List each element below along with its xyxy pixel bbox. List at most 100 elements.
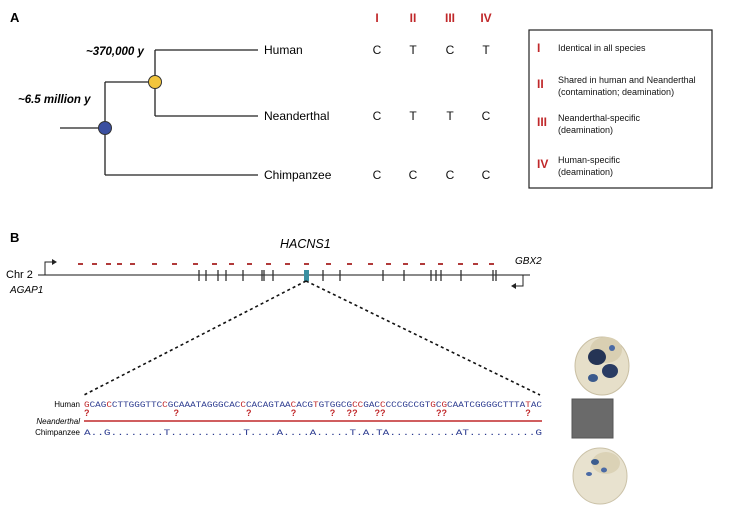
human-base: A <box>369 401 375 410</box>
human-base: C <box>497 401 503 410</box>
human-base: A <box>453 401 459 410</box>
zoom-line-left <box>83 280 307 396</box>
human-base: G <box>430 401 436 410</box>
base-chimp-4: C <box>482 168 491 182</box>
node-human-neanderthal <box>148 75 162 89</box>
human-base: G <box>218 401 224 410</box>
human-base: C <box>302 401 308 410</box>
column-numeral-3: III <box>445 11 455 25</box>
human-base: C <box>386 401 392 410</box>
question-mark: ? <box>525 408 531 418</box>
human-base: G <box>335 401 341 410</box>
human-base: G <box>129 401 135 410</box>
human-base: C <box>469 401 475 410</box>
question-marks: ???????????? <box>84 408 531 418</box>
agap1-arrowhead-icon <box>52 259 57 265</box>
alignment-chimp-label: Chimpanzee <box>35 428 80 437</box>
base-human-3: C <box>446 43 455 57</box>
human-base: T <box>324 401 330 410</box>
gbx2-label: GBX2 <box>515 256 542 267</box>
base-chimp-3: C <box>446 168 455 182</box>
human-base: C <box>157 401 163 410</box>
human-base: C <box>291 401 297 410</box>
human-base: C <box>358 401 364 410</box>
human-base: C <box>380 401 386 410</box>
human-base: G <box>330 401 336 410</box>
human-base: C <box>352 401 358 410</box>
gbx2-arrowhead-icon <box>511 283 516 289</box>
base-human-2: T <box>409 43 417 57</box>
node-label-370000: ~370,000 y <box>86 46 144 58</box>
question-mark: ? <box>442 408 448 418</box>
human-base: G <box>207 401 213 410</box>
human-base: A <box>201 401 207 410</box>
node-label-6-5-million: ~6.5 million y <box>18 94 91 106</box>
question-mark: ? <box>374 408 380 418</box>
human-base: T <box>503 401 509 410</box>
human-base: G <box>101 401 107 410</box>
legend-text-4a: Human-specific <box>558 155 621 165</box>
question-mark: ? <box>246 408 252 418</box>
alignment-human-label: Human <box>54 400 80 409</box>
placeholder-gray-box <box>571 398 614 439</box>
human-base: G <box>319 401 325 410</box>
human-base: G <box>347 401 353 410</box>
legend-text-4b: (deamination) <box>558 167 613 177</box>
base-human-1: C <box>373 43 382 57</box>
question-mark: ? <box>436 408 442 418</box>
human-base: G <box>212 401 218 410</box>
human-base: A <box>229 401 235 410</box>
human-base: T <box>508 401 514 410</box>
human-base: C <box>397 401 403 410</box>
legend-text-2b: (contamination; deamination) <box>558 87 674 97</box>
human-base: G <box>268 401 274 410</box>
chromosome-label: Chr 2 <box>6 269 33 281</box>
human-base: G <box>168 401 174 410</box>
hacns1-label: HACNS1 <box>280 237 331 251</box>
base-human-4: T <box>482 43 490 57</box>
human-base: G <box>140 401 146 410</box>
base-chimp-1: C <box>373 168 382 182</box>
zoom-line-right <box>305 280 541 396</box>
human-base: C <box>112 401 118 410</box>
human-base: A <box>185 401 191 410</box>
gbx2-arrow-icon <box>516 275 524 287</box>
human-base: C <box>341 401 347 410</box>
human-base: T <box>464 401 470 410</box>
human-base: C <box>240 401 246 410</box>
human-base: G <box>441 401 447 410</box>
human-base: C <box>90 401 96 410</box>
conserved-element-ticks <box>78 263 494 265</box>
human-base: A <box>252 401 258 410</box>
agap1-arrow-icon <box>44 261 52 275</box>
base-chimp-2: C <box>409 168 418 182</box>
human-base: T <box>196 401 202 410</box>
human-base: A <box>279 401 285 410</box>
embryo-top-image <box>574 336 630 396</box>
legend-numeral-2: II <box>537 77 544 91</box>
human-base: G <box>402 401 408 410</box>
human-base: C <box>162 401 168 410</box>
human-base: T <box>425 401 431 410</box>
human-sequence: GCAGCCTTGGGTTCCGCAAATAGGGCACCCACAGTAACAC… <box>84 401 542 410</box>
human-base: T <box>123 401 129 410</box>
human-base: G <box>134 401 140 410</box>
legend-text-2a: Shared in human and Neanderthal <box>558 75 696 85</box>
question-mark: ? <box>291 408 297 418</box>
question-mark: ? <box>380 408 386 418</box>
human-base: T <box>145 401 151 410</box>
phylogenetic-tree <box>60 49 258 176</box>
human-base: C <box>536 401 542 410</box>
base-neanderthal-1: C <box>373 109 382 123</box>
human-base: G <box>475 401 481 410</box>
human-base: A <box>531 401 537 410</box>
human-base: T <box>525 401 531 410</box>
human-base: C <box>414 401 420 410</box>
legend-numeral-3: III <box>537 115 547 129</box>
human-base: C <box>106 401 112 410</box>
hacns1-marker <box>304 270 309 281</box>
species-human: Human <box>264 43 303 57</box>
question-mark: ? <box>347 408 353 418</box>
panel-a-label: A <box>10 10 20 25</box>
